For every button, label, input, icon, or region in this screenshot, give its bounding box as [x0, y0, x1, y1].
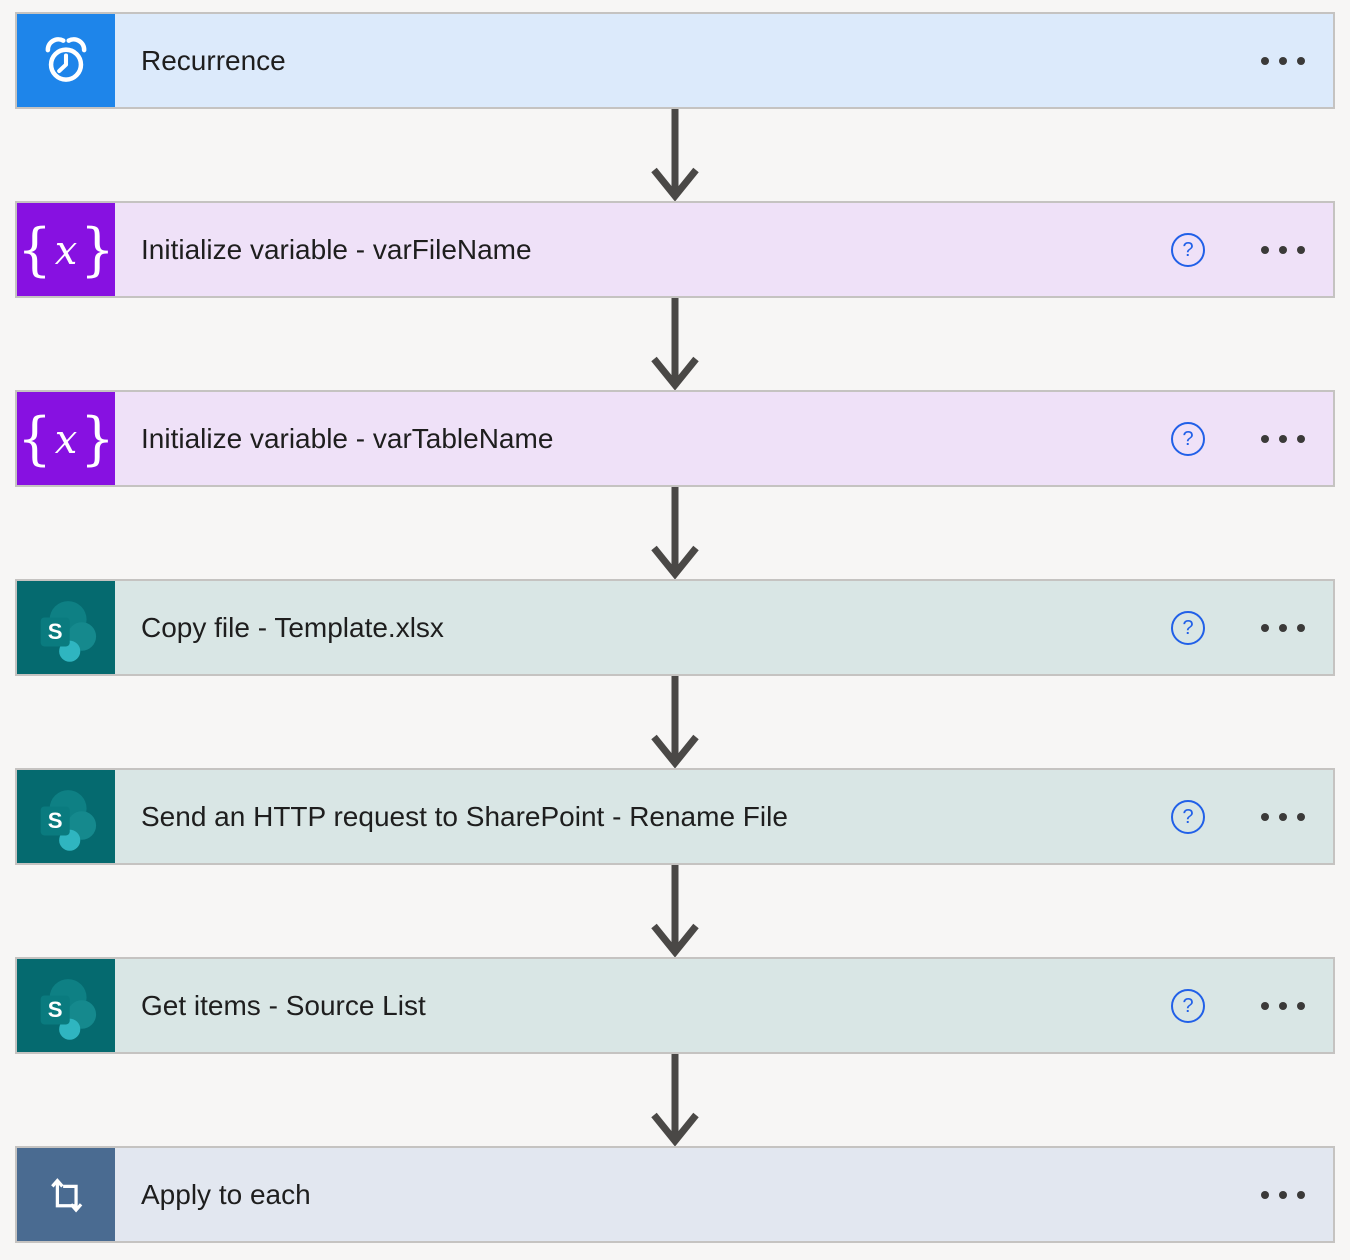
ellipsis-dot [1261, 812, 1269, 821]
ellipsis-dot [1261, 623, 1269, 632]
ellipsis-dot [1279, 623, 1287, 632]
ellipsis-dot [1279, 1001, 1287, 1010]
step-controls: ? [1171, 203, 1333, 296]
svg-text:S: S [48, 997, 63, 1022]
svg-text:S: S [48, 808, 63, 833]
flow-connector-arrow [15, 865, 1335, 957]
ellipsis-dot [1261, 1001, 1269, 1010]
flow-connector-arrow [15, 1054, 1335, 1146]
step-title: Apply to each [141, 1178, 311, 1210]
ellipsis-dot [1279, 56, 1287, 65]
question-mark-icon: ? [1182, 238, 1194, 261]
step-controls: ? [1171, 959, 1333, 1052]
flow-step-card[interactable]: S Get items - Source List ? [15, 957, 1335, 1054]
step-icon-box [17, 1148, 115, 1241]
ellipsis-dot [1297, 1001, 1305, 1010]
ellipsis-dot [1261, 245, 1269, 254]
question-mark-icon: ? [1182, 427, 1194, 450]
alarm-clock-icon [45, 36, 87, 82]
ellipsis-menu-button[interactable] [1261, 233, 1305, 267]
variable-braces-icon: {x} [17, 404, 115, 472]
svg-text:S: S [48, 619, 63, 644]
ellipsis-menu-button[interactable] [1261, 989, 1305, 1023]
ellipsis-menu-button[interactable] [1261, 800, 1305, 834]
step-icon-box [17, 14, 115, 107]
flow-step-card[interactable]: {x} Initialize variable - varTableName ? [15, 390, 1335, 487]
ellipsis-dot [1297, 56, 1305, 65]
flow-connector-arrow [15, 676, 1335, 768]
ellipsis-menu-button[interactable] [1261, 44, 1305, 78]
flow-step-card[interactable]: Apply to each [15, 1146, 1335, 1243]
flow-step-card[interactable]: S Copy file - Template.xlsx ? [15, 579, 1335, 676]
ellipsis-dot [1261, 56, 1269, 65]
ellipsis-dot [1297, 434, 1305, 443]
loop-arrows-icon [51, 1177, 83, 1213]
help-button[interactable]: ? [1171, 799, 1205, 834]
flow-connector-arrow [15, 109, 1335, 201]
step-title: Get items - Source List [141, 989, 426, 1021]
flow-connector-arrow [15, 487, 1335, 579]
ellipsis-dot [1261, 1190, 1269, 1199]
flow-step-card[interactable]: Recurrence [15, 12, 1335, 109]
step-icon-box: {x} [17, 392, 115, 485]
help-button[interactable]: ? [1171, 421, 1205, 456]
ellipsis-dot [1297, 812, 1305, 821]
ellipsis-dot [1279, 1190, 1287, 1199]
ellipsis-dot [1279, 245, 1287, 254]
step-controls [1261, 14, 1333, 107]
flow-step-card[interactable]: {x} Initialize variable - varFileName ? [15, 201, 1335, 298]
step-title: Initialize variable - varTableName [141, 422, 554, 454]
step-controls [1261, 1148, 1333, 1241]
help-button[interactable]: ? [1171, 610, 1205, 645]
step-title: Copy file - Template.xlsx [141, 611, 444, 643]
step-controls: ? [1171, 392, 1333, 485]
help-button[interactable]: ? [1171, 988, 1205, 1023]
step-title: Send an HTTP request to SharePoint - Ren… [141, 800, 788, 832]
sharepoint-logo-icon: S [40, 978, 97, 1040]
ellipsis-dot [1297, 245, 1305, 254]
ellipsis-menu-button[interactable] [1261, 611, 1305, 645]
question-mark-icon: ? [1182, 805, 1194, 828]
ellipsis-dot [1297, 623, 1305, 632]
ellipsis-dot [1279, 434, 1287, 443]
step-icon-box: S [17, 959, 115, 1052]
ellipsis-dot [1297, 1190, 1305, 1199]
step-controls: ? [1171, 770, 1333, 863]
step-icon-box: S [17, 770, 115, 863]
step-title: Recurrence [141, 44, 286, 76]
flow-step-card[interactable]: S Send an HTTP request to SharePoint - R… [15, 768, 1335, 865]
step-icon-box: {x} [17, 203, 115, 296]
step-icon-box: S [17, 581, 115, 674]
ellipsis-dot [1279, 812, 1287, 821]
ellipsis-menu-button[interactable] [1261, 1178, 1305, 1212]
sharepoint-logo-icon: S [40, 600, 97, 662]
step-title: Initialize variable - varFileName [141, 233, 532, 265]
help-button[interactable]: ? [1171, 232, 1205, 267]
flow-connector-arrow [15, 298, 1335, 390]
sharepoint-logo-icon: S [40, 789, 97, 851]
ellipsis-dot [1261, 434, 1269, 443]
flow-canvas: Recurrence {x} Initialize v [15, 0, 1335, 1243]
step-controls: ? [1171, 581, 1333, 674]
ellipsis-menu-button[interactable] [1261, 422, 1305, 456]
question-mark-icon: ? [1182, 616, 1194, 639]
question-mark-icon: ? [1182, 994, 1194, 1017]
variable-braces-icon: {x} [17, 215, 115, 283]
